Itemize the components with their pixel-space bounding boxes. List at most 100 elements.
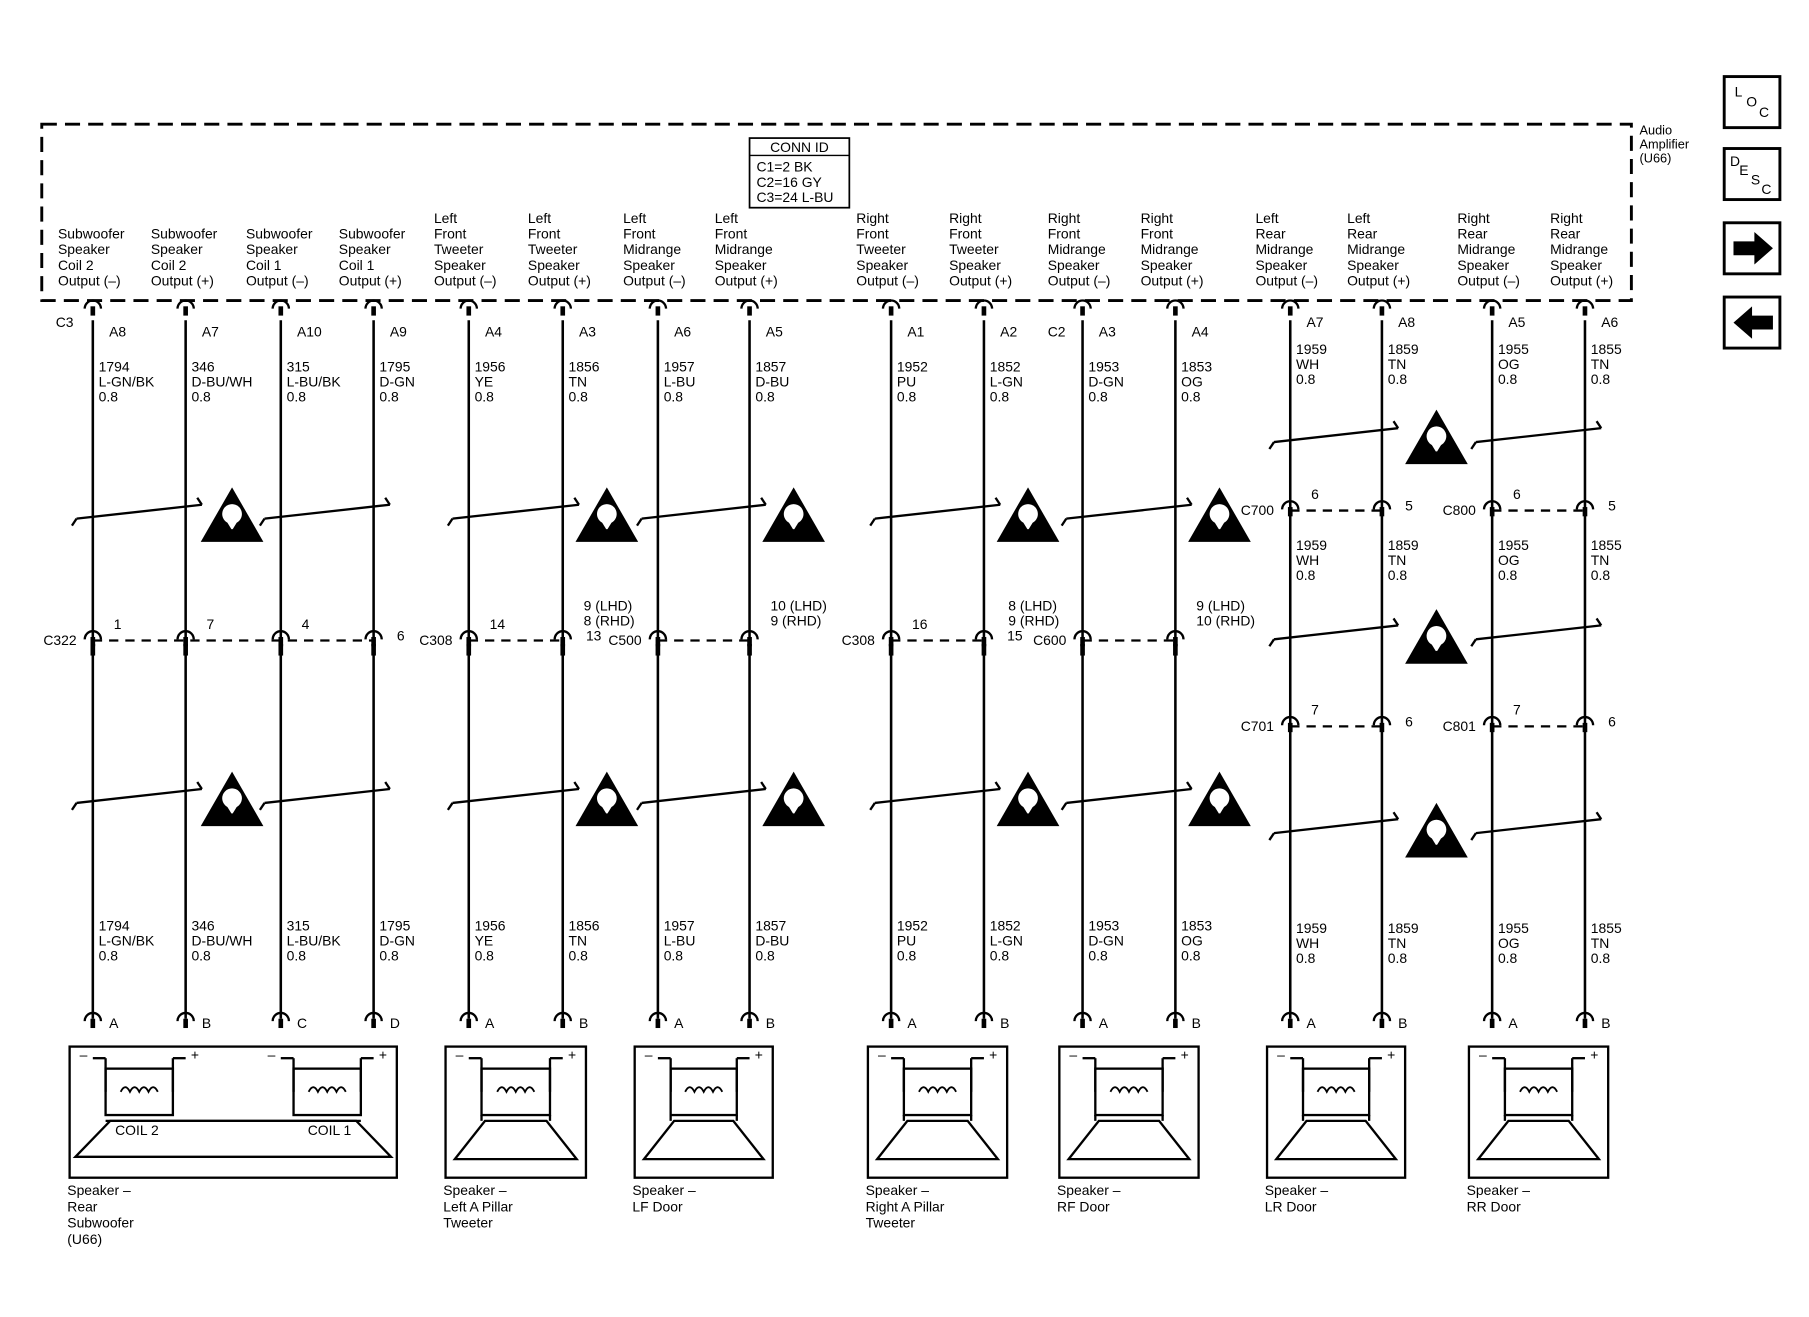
- connector-pin: [560, 306, 566, 316]
- pin-description: Right: [856, 210, 889, 226]
- inline-connector-pin: 7: [1513, 702, 1521, 718]
- pin-description: Output (–): [1048, 272, 1111, 288]
- twisted-pair-mark: [1060, 518, 1068, 527]
- twisted-pair-mark: [384, 497, 391, 506]
- connector-terminal: [1280, 715, 1300, 726]
- connector-pin: [1173, 306, 1178, 316]
- coil-winding-icon: [1109, 1086, 1149, 1094]
- loc-button[interactable]: L O C: [1722, 75, 1782, 130]
- connector-pin: [278, 306, 284, 316]
- speaker-name: LF Door: [632, 1198, 683, 1214]
- wire-color: L-BU/BK: [287, 373, 342, 389]
- wire-color: TN: [1591, 356, 1610, 372]
- caution-dot: [1432, 451, 1440, 459]
- connector-terminal: [83, 1011, 103, 1022]
- twisted-pair-mark: [1392, 811, 1400, 820]
- pin-description: Speaker: [623, 257, 675, 273]
- connector-pin: [371, 637, 376, 647]
- pin-description: Front: [623, 225, 656, 241]
- twisted-pair-mark: [1066, 503, 1192, 520]
- connector-terminal: [553, 630, 573, 640]
- circuit-number: 1955: [1498, 341, 1529, 357]
- speaker-name: Speaker –: [866, 1182, 930, 1198]
- inline-connector-pin: 5: [1608, 498, 1616, 514]
- connector-pin: [183, 637, 188, 647]
- speaker-name: LR Door: [1265, 1198, 1317, 1214]
- wire-gauge: 0.8: [755, 388, 775, 404]
- connector-terminal: [1073, 630, 1092, 640]
- connector-terminal: [271, 1011, 291, 1022]
- connector-pin: [1582, 507, 1588, 517]
- wire-color: WH: [1296, 935, 1319, 951]
- polarity-minus: –: [268, 1046, 276, 1062]
- caution-icon: [1188, 487, 1251, 542]
- speaker-housing: [68, 1045, 398, 1179]
- twisted-pair-mark: [573, 781, 580, 790]
- wire-gauge: 0.8: [664, 948, 684, 964]
- previous-button[interactable]: [1722, 295, 1782, 350]
- connector-pin: [747, 643, 752, 656]
- connector-terminal: [881, 630, 901, 640]
- inline-connector-name: C800: [1443, 502, 1477, 518]
- connector-terminal: [364, 299, 383, 309]
- connector-terminal: [1280, 1011, 1300, 1022]
- twisted-pair-mark: [1268, 638, 1275, 647]
- speaker-pin: B: [1601, 1015, 1610, 1031]
- desc-icon: D E S C: [1730, 153, 1771, 197]
- twisted-pair-mark: [446, 802, 454, 811]
- pin-description: Output (+): [949, 272, 1012, 288]
- connector-pin: [655, 637, 661, 647]
- twisted-pair-mark: [452, 787, 580, 805]
- pin-description: Speaker: [434, 257, 486, 273]
- pin-description: Left: [623, 210, 646, 226]
- caution-dot: [1215, 529, 1223, 537]
- connector-pin: [90, 643, 96, 656]
- pin-description: Speaker: [949, 257, 1001, 273]
- pin-description: Tweeter: [434, 241, 484, 257]
- amplifier-label-line: Audio: [1640, 123, 1673, 138]
- polarity-plus: +: [989, 1046, 997, 1062]
- pin-description: Midrange: [1550, 241, 1608, 257]
- wire-color: L-GN: [990, 933, 1023, 949]
- next-button[interactable]: [1722, 221, 1782, 276]
- connector-pin: [1173, 643, 1178, 656]
- inline-connector-name: C322: [43, 632, 77, 648]
- inline-connector-pin: 8 (RHD): [584, 612, 635, 628]
- caution-icon: [200, 487, 264, 542]
- desc-button[interactable]: D E S C: [1722, 147, 1782, 202]
- wire-color: D-BU: [755, 373, 789, 389]
- circuit-number: 346: [191, 918, 214, 934]
- circuit-number: 1955: [1498, 920, 1529, 936]
- connector-pin: [1379, 722, 1385, 733]
- speaker-pin: B: [579, 1015, 588, 1031]
- connector-terminal: [83, 299, 103, 309]
- amplifier-label: Audio Amplifier (U66): [1640, 123, 1690, 166]
- pin-description: Right: [1141, 210, 1174, 226]
- polarity-plus: +: [379, 1046, 387, 1062]
- connector-terminal: [1575, 1011, 1595, 1022]
- wire-color: WH: [1296, 356, 1319, 372]
- speaker-name: Speaker –: [1057, 1182, 1121, 1198]
- twisted-pair-mark: [1595, 811, 1603, 820]
- connector-pin: [90, 637, 96, 647]
- pin-description: Output (+): [339, 272, 402, 288]
- wire-gauge: 0.8: [1591, 567, 1611, 583]
- connector-terminal: [271, 630, 291, 640]
- twisted-pair-mark: [760, 497, 767, 506]
- circuit-number: 1859: [1388, 341, 1419, 357]
- caution-dot: [1024, 529, 1032, 537]
- wire-gauge: 0.8: [99, 948, 119, 964]
- pin-description: Tweeter: [528, 241, 578, 257]
- inline-connector-name: C600: [1033, 632, 1067, 648]
- connector-terminal: [881, 299, 901, 309]
- amp-pin: A5: [1508, 314, 1525, 330]
- wire-gauge: 0.8: [1388, 567, 1408, 583]
- inline-connector-pin: 6: [397, 627, 405, 643]
- amp-connector-c2: C2: [1048, 323, 1066, 339]
- connector-pin: [1080, 306, 1085, 316]
- amp-pin: A4: [1192, 323, 1209, 339]
